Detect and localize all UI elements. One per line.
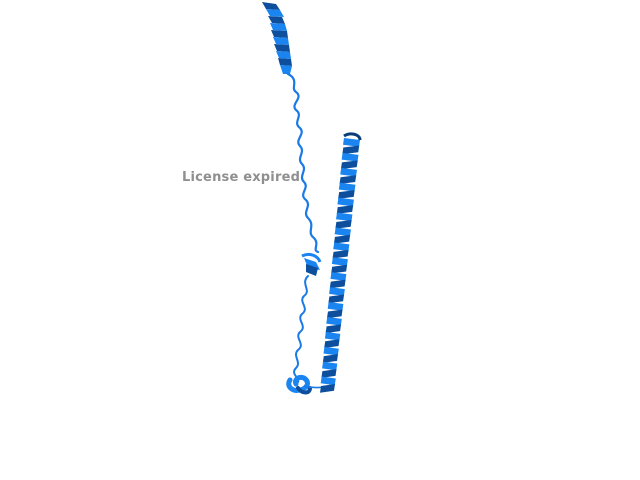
helix-turn — [338, 190, 355, 199]
helix-right-long — [320, 132, 362, 393]
helix-turn — [331, 264, 348, 274]
helix-turn — [333, 242, 350, 252]
coil-upper — [286, 72, 320, 254]
helix-turn — [324, 331, 341, 341]
helix-turn — [340, 167, 357, 177]
helix-cap — [343, 132, 362, 141]
helix-turn — [320, 376, 336, 386]
helix-turn — [343, 138, 360, 147]
helix-turn — [332, 249, 349, 259]
helix-turn — [326, 316, 342, 326]
coil-lower — [293, 275, 309, 383]
helix-turn — [329, 279, 346, 289]
helix-turn — [322, 354, 339, 363]
helix-turn — [337, 197, 354, 207]
helix-turn — [325, 324, 342, 334]
helix-top — [262, 2, 292, 74]
helix-small — [301, 252, 322, 276]
helix-turn — [335, 220, 352, 229]
helix-turn — [336, 212, 353, 222]
helix-turn — [320, 384, 335, 393]
helix-turn — [336, 205, 354, 214]
helix-turn — [322, 361, 338, 371]
helix-turn — [328, 294, 345, 304]
helix-turn — [329, 287, 345, 296]
helix-turn — [339, 175, 357, 185]
helix-turn — [338, 182, 356, 192]
helix-turn — [341, 152, 359, 162]
helix-turn — [321, 369, 337, 378]
helix-turn — [326, 309, 343, 319]
helix-turn — [342, 145, 360, 155]
helix-turn — [323, 346, 339, 356]
helix-turn — [334, 227, 351, 237]
helix-turn — [331, 257, 348, 267]
helix-turn — [327, 302, 344, 311]
helix-turn — [324, 339, 340, 349]
helix-turn — [330, 272, 347, 281]
helix-turn — [340, 160, 358, 170]
helix-turn — [333, 234, 351, 244]
license-watermark: License expired — [182, 170, 301, 185]
